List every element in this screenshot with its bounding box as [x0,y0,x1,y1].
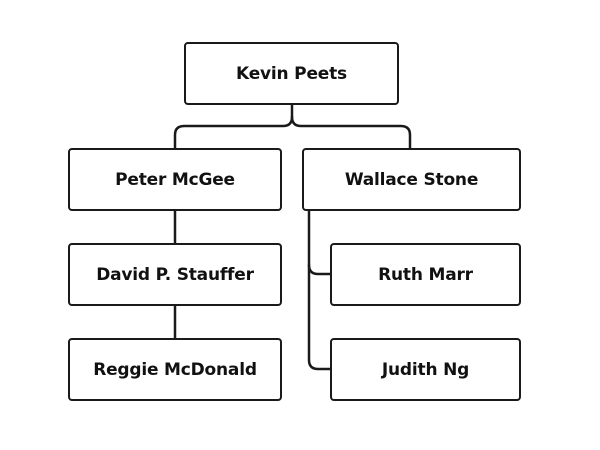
node-label: David P. Stauffer [96,264,254,285]
node-wallace-stone: Wallace Stone [302,148,521,211]
node-ruth-marr: Ruth Marr [330,243,521,306]
wallace-rail-connector [307,208,332,371]
root-connector-right [290,115,412,150]
node-label: Peter McGee [115,169,235,190]
root-connector [173,102,294,150]
ruth-connector [307,263,332,276]
node-kevin-peets: Kevin Peets [184,42,399,105]
node-reggie-mcdonald: Reggie McDonald [68,338,282,401]
node-judith-ng: Judith Ng [330,338,521,401]
node-label: Ruth Marr [378,264,473,285]
node-david-p-stauffer: David P. Stauffer [68,243,282,306]
node-label: Judith Ng [381,359,470,380]
node-peter-mcgee: Peter McGee [68,148,282,211]
node-label: Kevin Peets [236,63,347,84]
node-label: Reggie McDonald [93,359,257,380]
node-label: Wallace Stone [344,169,479,190]
